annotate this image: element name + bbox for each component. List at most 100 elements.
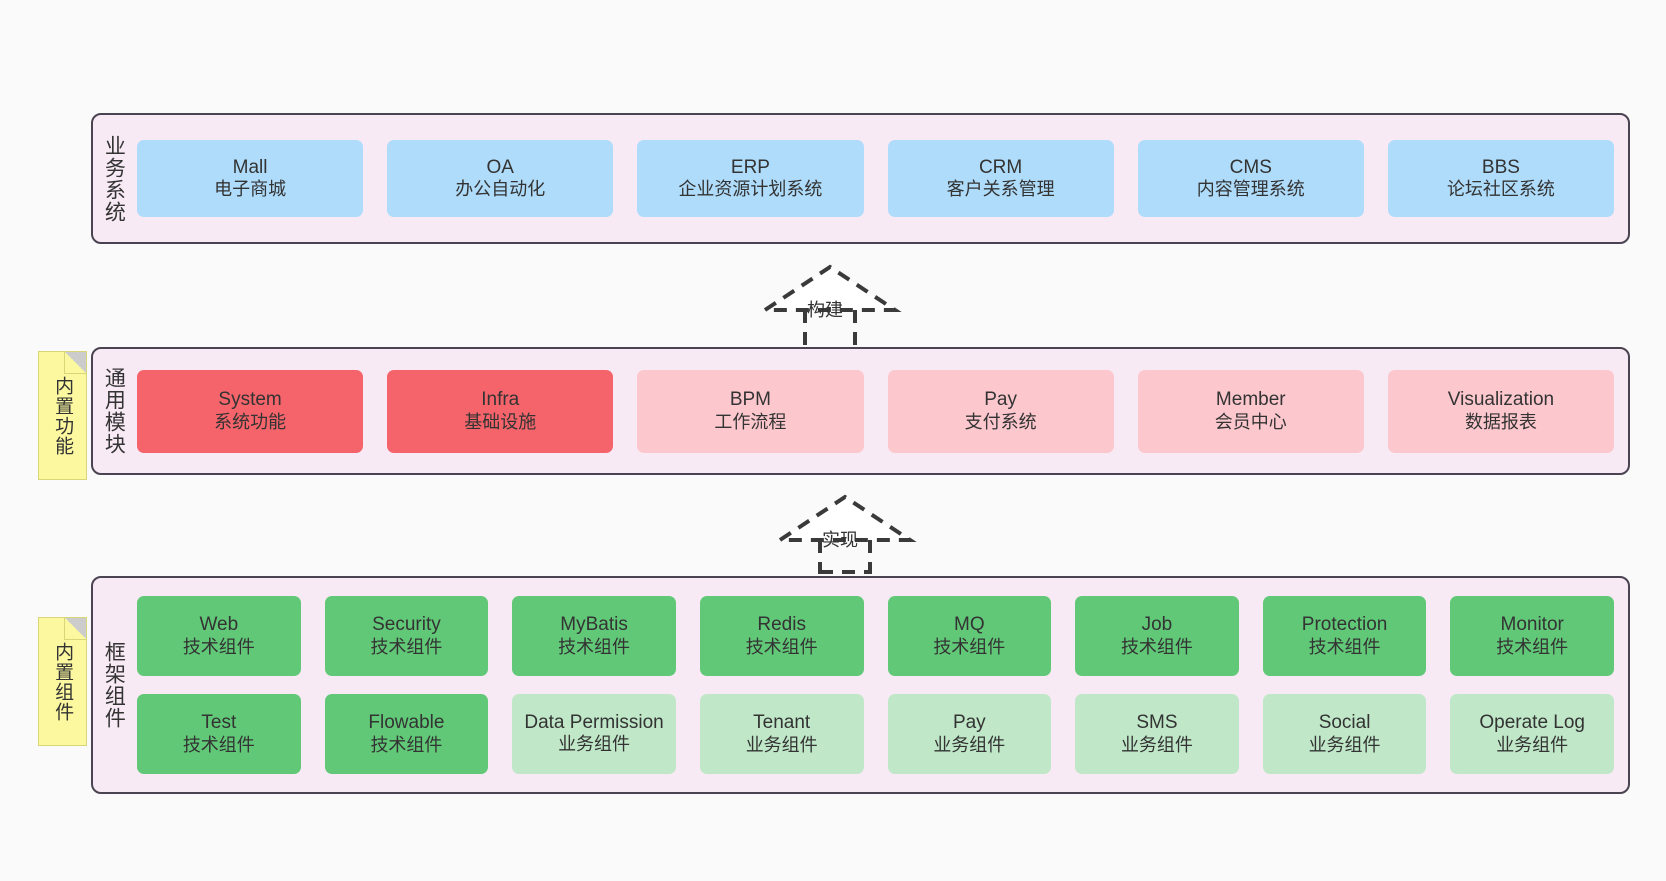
card-title: Member: [1215, 389, 1286, 411]
card-subtitle: 系统功能: [214, 411, 287, 432]
card-title: ERP: [730, 156, 770, 178]
connector-stem: [818, 540, 872, 574]
card-monitor[interactable]: Monitor 技术组件: [1450, 596, 1614, 676]
card-subtitle: 技术组件: [1120, 636, 1193, 657]
card-web[interactable]: Web 技术组件: [137, 596, 301, 676]
card-job[interactable]: Job 技术组件: [1075, 596, 1239, 676]
card-subtitle: 内容管理系统: [1196, 179, 1305, 200]
layer-body-framework-component: Web 技术组件 Security 技术组件 MyBatis 技术组件 Redi…: [133, 578, 1628, 792]
card-subtitle: 企业资源计划系统: [678, 179, 823, 200]
card-subtitle: 业务组件: [558, 734, 631, 755]
card-flowable[interactable]: Flowable 技术组件: [324, 694, 489, 774]
card-subtitle: 技术组件: [370, 636, 443, 657]
card-title: BBS: [1481, 156, 1520, 178]
note-fold-corner-icon: [64, 618, 86, 640]
connector-label-build: 构建: [807, 300, 843, 320]
card-redis[interactable]: Redis 技术组件: [699, 596, 864, 676]
card-tenant[interactable]: Tenant 业务组件: [699, 694, 864, 774]
generalization-arrowhead: [758, 264, 902, 312]
card-title: SMS: [1136, 712, 1178, 734]
card-title: Visualization: [1447, 389, 1555, 411]
card-title: CRM: [978, 156, 1023, 178]
card-infra[interactable]: Infra 基础设施: [387, 369, 614, 453]
card-subtitle: 论坛社区系统: [1446, 179, 1555, 200]
card-subtitle: 客户关系管理: [946, 179, 1055, 200]
card-title: Flowable: [368, 712, 445, 734]
card-row: Mall 电子商城 OA 办公自动化 ERP 企业资源计划系统 CRM 客户关系…: [137, 140, 1615, 217]
card-title: System: [218, 389, 282, 411]
card-oa[interactable]: OA 办公自动化: [387, 140, 614, 217]
card-title: Security: [372, 614, 441, 636]
card-mybatis[interactable]: MyBatis 技术组件: [512, 596, 676, 676]
card-subtitle: 支付系统: [964, 411, 1037, 432]
card-subtitle: 业务组件: [745, 734, 818, 755]
card-subtitle: 基础设施: [464, 411, 537, 432]
card-title: Pay: [984, 389, 1017, 411]
layer-common-module: 通用模块 System 系统功能 Infra 基础设施 BPM 工作流程 Pay…: [91, 347, 1630, 475]
card-title: Redis: [757, 614, 806, 636]
card-subtitle: 业务组件: [1120, 734, 1193, 755]
card-subtitle: 办公自动化: [455, 179, 546, 200]
card-row: System 系统功能 Infra 基础设施 BPM 工作流程 Pay 支付系统…: [137, 369, 1615, 453]
card-subtitle: 数据报表: [1464, 411, 1537, 432]
card-subtitle: 工作流程: [714, 411, 787, 432]
connector-label-implement: 实现: [822, 530, 858, 550]
generalization-arrowhead: [773, 494, 917, 542]
connector-build: 构建: [758, 262, 902, 354]
note-label: 内置组件: [52, 641, 74, 722]
layer-framework-component: 框架组件 Web 技术组件 Security 技术组件 MyBatis 技术组件…: [91, 576, 1630, 794]
card-subtitle: 技术组件: [745, 636, 818, 657]
card-bpm[interactable]: BPM 工作流程: [637, 369, 864, 453]
note-fold-corner-icon: [64, 352, 86, 374]
card-title: Mall: [232, 156, 268, 178]
card-crm[interactable]: CRM 客户关系管理: [887, 140, 1114, 217]
card-subtitle: 技术组件: [182, 734, 255, 755]
card-subtitle: 技术组件: [1308, 636, 1381, 657]
card-erp[interactable]: ERP 企业资源计划系统: [637, 140, 864, 217]
card-member[interactable]: Member 会员中心: [1137, 369, 1364, 453]
layer-title-framework-component: 框架组件: [102, 641, 126, 729]
card-subtitle: 技术组件: [558, 636, 631, 657]
card-title: Test: [201, 712, 237, 734]
card-row: Web 技术组件 Security 技术组件 MyBatis 技术组件 Redi…: [137, 596, 1614, 676]
card-title: Web: [199, 614, 239, 636]
card-test[interactable]: Test 技术组件: [137, 694, 301, 774]
card-pay[interactable]: Pay 支付系统: [887, 369, 1114, 453]
layer-title-common-module: 通用模块: [102, 367, 126, 455]
card-cms[interactable]: CMS 内容管理系统: [1137, 140, 1364, 217]
card-operate-log[interactable]: Operate Log 业务组件: [1450, 694, 1614, 774]
layer-body-common-module: System 系统功能 Infra 基础设施 BPM 工作流程 Pay 支付系统…: [133, 349, 1628, 473]
card-title: Data Permission: [524, 711, 664, 733]
card-subtitle: 会员中心: [1214, 411, 1287, 432]
card-subtitle: 技术组件: [370, 734, 443, 755]
card-title: Social: [1318, 712, 1371, 734]
note-builtin-function: 内置功能: [38, 351, 87, 480]
card-system[interactable]: System 系统功能: [137, 369, 364, 453]
card-title: MQ: [954, 614, 985, 636]
card-subtitle: 业务组件: [1496, 734, 1569, 755]
card-title: Pay: [952, 712, 986, 734]
card-title: Monitor: [1500, 614, 1564, 636]
card-row: Test 技术组件 Flowable 技术组件 Data Permission …: [137, 694, 1614, 774]
note-label: 内置功能: [52, 375, 74, 456]
card-title: MyBatis: [560, 614, 628, 636]
layer-title-business-system: 业务系统: [102, 134, 126, 223]
card-subtitle: 技术组件: [1496, 636, 1569, 657]
card-subtitle: 技术组件: [933, 636, 1006, 657]
card-subtitle: 技术组件: [182, 636, 255, 657]
card-bbs[interactable]: BBS 论坛社区系统: [1387, 140, 1615, 217]
card-security[interactable]: Security 技术组件: [324, 596, 489, 676]
card-sms[interactable]: SMS 业务组件: [1075, 694, 1239, 774]
card-title: Infra: [481, 389, 520, 411]
card-mall[interactable]: Mall 电子商城: [137, 140, 364, 217]
card-visualization[interactable]: Visualization 数据报表: [1387, 369, 1615, 453]
card-protection[interactable]: Protection 技术组件: [1262, 596, 1427, 676]
card-mq[interactable]: MQ 技术组件: [887, 596, 1052, 676]
card-title: Protection: [1301, 614, 1388, 636]
layer-body-business-system: Mall 电子商城 OA 办公自动化 ERP 企业资源计划系统 CRM 客户关系…: [133, 115, 1628, 242]
card-subtitle: 电子商城: [214, 179, 287, 200]
card-social[interactable]: Social 业务组件: [1262, 694, 1427, 774]
connector-implement: 实现: [773, 492, 917, 574]
card-data-permission[interactable]: Data Permission 业务组件: [512, 694, 676, 774]
card-pay-business[interactable]: Pay 业务组件: [887, 694, 1052, 774]
